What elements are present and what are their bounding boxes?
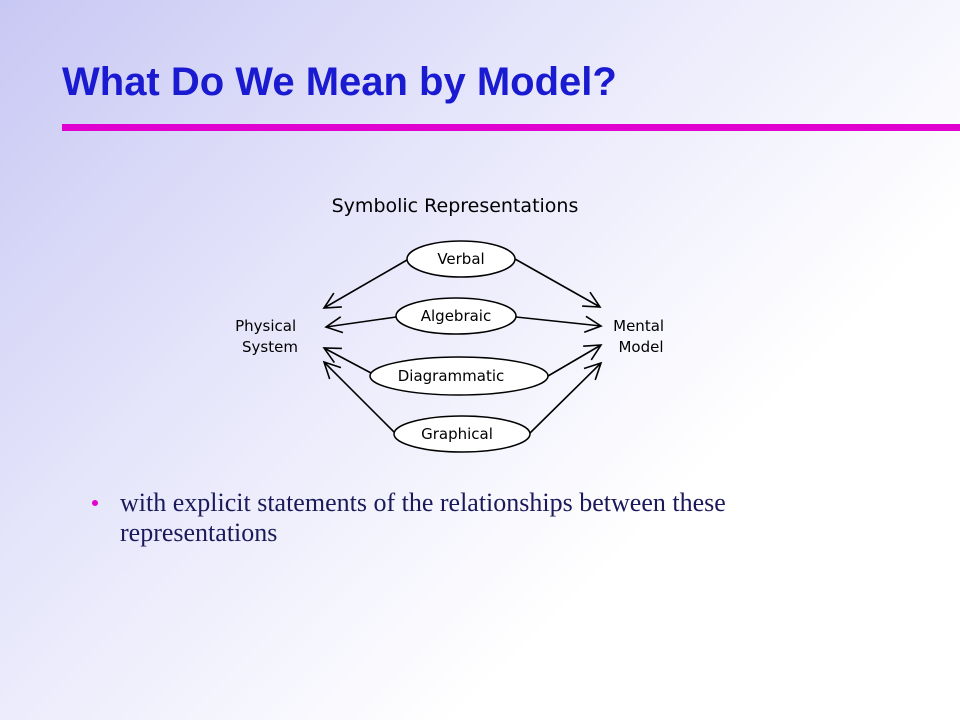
arrow-algebraic-to-mental (515, 315, 603, 334)
arrow-graphical-to-mental (529, 361, 603, 434)
algebraic-node: Algebraic (395, 297, 517, 335)
diagram-heading: Symbolic Representations (332, 195, 579, 217)
title-underline (62, 124, 960, 131)
bullet-text: with explicit statements of the relation… (120, 488, 726, 547)
arrow-algebraic-to-physical (324, 316, 397, 334)
mental-model-label: Mental Model (613, 317, 669, 356)
arrow-graphical-to-physical (322, 360, 395, 433)
diagrammatic-label: Diagrammatic (398, 367, 505, 385)
arrows-to-physical-system (322, 259, 408, 433)
arrow-diagrammatic-to-mental (547, 344, 603, 377)
arrow-verbal-to-physical (322, 259, 408, 309)
arrows-to-mental-model (514, 258, 603, 434)
graphical-node: Graphical (393, 415, 531, 453)
physical-system-label: Physical System (235, 317, 301, 356)
arrow-diagrammatic-to-physical (322, 347, 372, 374)
slide-title: What Do We Mean by Model? (62, 60, 617, 104)
diagrammatic-node: Diagrammatic (369, 356, 549, 396)
verbal-label: Verbal (437, 250, 484, 268)
algebraic-label: Algebraic (421, 307, 491, 325)
arrow-verbal-to-mental (514, 258, 602, 308)
graphical-label: Graphical (421, 425, 493, 443)
verbal-node: Verbal (406, 240, 516, 278)
bullet-marker (92, 500, 98, 506)
